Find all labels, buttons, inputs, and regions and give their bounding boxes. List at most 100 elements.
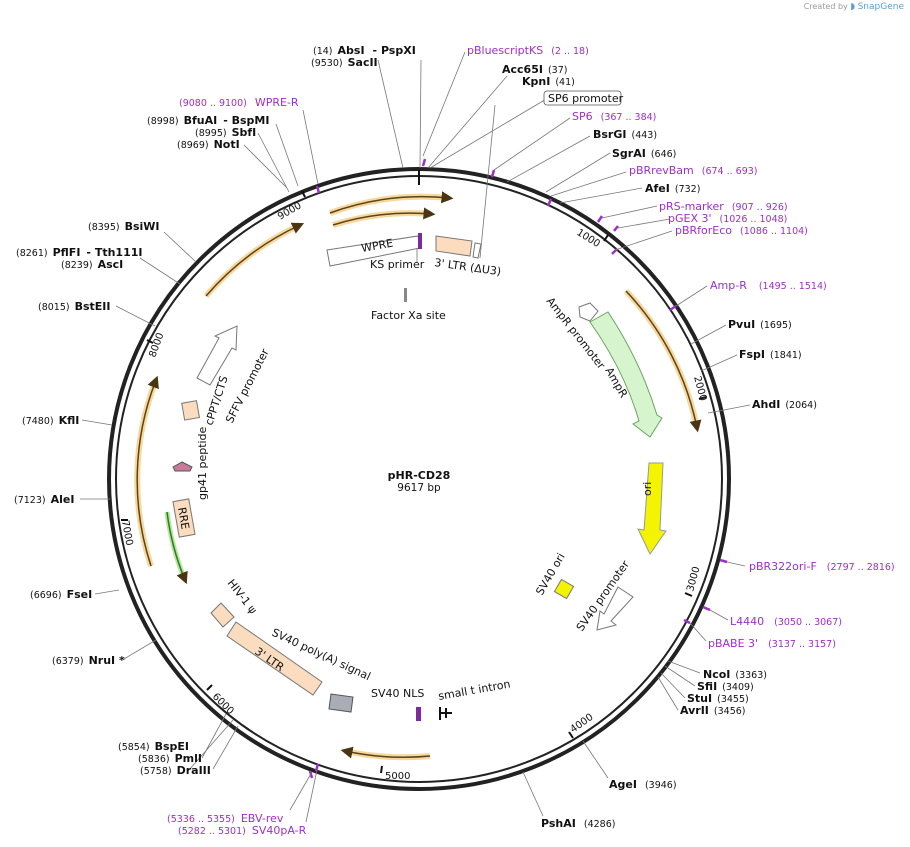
tick-marks [121, 170, 707, 774]
orf-arc-right-line [625, 290, 702, 433]
feature-shapes [172, 233, 667, 721]
enzyme-alei: (7123)AleI [14, 493, 74, 506]
enzyme-asci: (8239)AscI [61, 258, 123, 271]
primer-wprer: (9080 .. 9100)WPRE-R [179, 96, 299, 109]
gp41-label: gp41 peptide [196, 426, 209, 500]
cppt-feature [181, 400, 201, 421]
enzyme-noti: (8969)NotI [177, 138, 240, 151]
ori-label: ori [641, 482, 654, 496]
factor-xa-mark [404, 288, 407, 302]
enzyme-bsiwi: (8395)BsiWI [88, 220, 160, 233]
orf-arc-green-line [166, 511, 188, 585]
ltr3-feature [226, 621, 323, 696]
sffv-promoter-feature [196, 325, 238, 386]
enzyme-nrui: (6379)NruI * [52, 654, 125, 667]
wpre-label: WPRE [360, 237, 394, 255]
enzyme-bfuai: (8998)BfuAI- BspMI [147, 114, 269, 127]
sv40-ori-feature [553, 578, 575, 600]
plasmid-name: pHR-CD28 [388, 469, 451, 482]
small-t-feature [439, 707, 452, 720]
small-t-label: small t intron [437, 677, 511, 702]
enzyme-sbfi: (8995)SbfI [195, 126, 256, 139]
ori-feature [637, 462, 667, 555]
rre-label: RRE [175, 506, 192, 530]
enzyme-pmli: (5836)PmlI [138, 752, 202, 765]
tick-8000: 8000 [147, 331, 166, 359]
primer-ebvrev: (5336 .. 5355)EBV-rev [167, 812, 284, 825]
enzyme-pvui: PvuI(1695) [728, 318, 792, 331]
feature-labels: SP6 promoter WPRE KS primer 3' LTR (ΔU3)… [175, 90, 654, 703]
snapgene-credit: Created by ◗ SnapGene [804, 2, 904, 12]
plasmid-length: 9617 bp [397, 482, 441, 494]
orf-arc-left-line [136, 375, 159, 567]
primer-ampr: Amp-R(1495 .. 1514) [710, 279, 827, 292]
orf-arc-top-line [329, 191, 454, 214]
enzyme-agei: AgeI(3946) [609, 778, 677, 791]
enzyme-sfii: SfiI(3409) [697, 680, 754, 693]
enzyme-ncoi: NcoI(3363) [703, 668, 767, 681]
hiv-psi-label: HIV-1 ψ [225, 577, 260, 617]
enzyme-fspi: FspI(1841) [739, 348, 802, 361]
enzyme-pshai: PshAI(4286) [541, 817, 615, 830]
sffv-label: SFFV promoter [223, 346, 272, 425]
orf-arc-upper-left [203, 222, 302, 298]
primer-labels: pBluescriptKS(2 .. 18) SP6(367 .. 384) p… [167, 44, 895, 837]
primer-pbluescriptks: pBluescriptKS(2 .. 18) [467, 44, 589, 57]
primer-sp6: SP6(367 .. 384) [572, 110, 656, 123]
enzyme-afei: AfeI(732) [645, 182, 700, 195]
ampr-promoter-feature [578, 302, 599, 322]
credit-brand: SnapGene [857, 2, 904, 12]
enzyme-sgrai: SgrAI(646) [612, 147, 676, 160]
snapgene-logo-icon: ◗ [850, 2, 856, 12]
enzyme-ahdi: AhdI(2064) [752, 398, 817, 411]
ampr-feature [589, 311, 663, 438]
enzyme-labels: (14)AbsI- PspXI (9530)SacII Acc65I(37) K… [14, 44, 817, 830]
enzyme-pflfi: (8261)PflFI- Tth111I [16, 246, 142, 259]
ks-primer-mark [418, 233, 422, 249]
orf-arcs [134, 191, 702, 761]
primer-pbr322ori: pBR322ori-F(2797 .. 2816) [749, 560, 895, 573]
sp6-promoter-box [543, 90, 622, 106]
tick-4000: 4000 [568, 712, 595, 736]
enzyme-bspei: (5854)BspEI [118, 740, 189, 753]
leader-lines [80, 51, 751, 823]
enzyme-kfli: (7480)KflI [22, 414, 79, 427]
primer-prsmarker: pRS-marker(907 .. 926) [659, 200, 788, 213]
credit-created-by: Created by [803, 2, 848, 11]
ltr3-du3-label: 3' LTR (ΔU3) [434, 256, 502, 278]
enzyme-draiii: (5758)DraIII [140, 764, 211, 777]
primer-pbrforeco: pBRforEco(1086 .. 1104) [675, 224, 808, 237]
sp6-promoter-feature [472, 242, 482, 259]
enzyme-bsteii: (8015)BstEII [38, 300, 110, 313]
orf-arc-bottom-line [340, 746, 431, 759]
tick-1000: 1000 [574, 227, 601, 250]
sp6-promoter-label: SP6 promoter [548, 92, 624, 105]
tick-3000: 3000 [685, 565, 702, 592]
enzyme-bsrgi: BsrGI(443) [593, 128, 657, 141]
enzyme-sacii: (9530)SacII [311, 56, 378, 69]
tick-7000: 7000 [119, 520, 134, 547]
enzyme-acc65i: Acc65I(37) [502, 63, 567, 76]
primer-pgex3: pGEX 3'(1026 .. 1048) [668, 212, 787, 225]
sv40-nls-mark [416, 707, 421, 721]
primer-pbrrevbam: pBRrevBam(674 .. 693) [629, 164, 758, 177]
orf-arc-top2-line [332, 207, 436, 226]
gp41-feature [172, 461, 193, 472]
hiv-psi-feature [210, 602, 235, 628]
enzyme-absi: (14)AbsI- PspXI [313, 44, 416, 57]
sv40-nls-label: SV40 NLS [371, 687, 424, 700]
enzyme-kpni: KpnI(41) [522, 75, 575, 88]
primer-pbabe3: pBABE 3'(3137 .. 3157) [708, 637, 836, 650]
ks-primer-label: KS primer [370, 258, 425, 271]
rre-feature [172, 498, 196, 538]
sv40-polya-feature [328, 693, 354, 713]
plasmid-center-label: pHR-CD28 9617 bp [388, 469, 451, 494]
factor-xa-label: Factor Xa site [371, 309, 446, 322]
primer-sv40par: (5282 .. 5301)SV40pA-R [178, 824, 307, 837]
enzyme-fsei: (6696)FseI [30, 588, 92, 601]
tick-5000: 5000 [385, 771, 410, 782]
ltr3-du3-feature [435, 235, 473, 257]
enzyme-avrii: AvrII(3456) [680, 704, 746, 717]
enzyme-stui: StuI(3455) [687, 692, 749, 705]
